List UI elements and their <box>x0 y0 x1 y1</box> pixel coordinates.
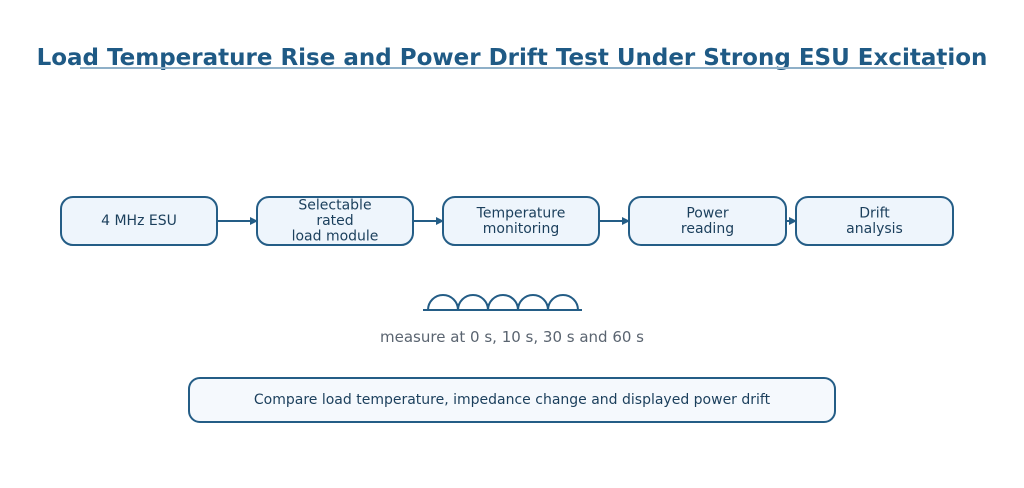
node-label-load: load module <box>292 229 379 245</box>
node-label-power: Power <box>686 205 729 221</box>
node-label-load: Selectable <box>298 198 371 214</box>
node-label-temp: Temperature <box>476 205 566 221</box>
title-underline <box>80 67 944 69</box>
node-box-power <box>628 196 787 246</box>
node-label-load: rated <box>316 213 353 229</box>
node-label-drift: Drift <box>859 205 890 221</box>
node-label-esu: 4 MHz ESU <box>101 213 177 229</box>
node-esu: 4 MHz ESU <box>60 196 218 246</box>
coil-symbol <box>423 294 582 311</box>
node-label-temp: monitoring <box>483 221 559 237</box>
node-box-drift <box>795 196 954 246</box>
diagram-title: Load Temperature Rise and Power Drift Te… <box>36 45 988 71</box>
coil-loops <box>427 294 579 311</box>
node-label-drift: analysis <box>846 221 903 237</box>
summary-box: Compare load temperature, impedance chan… <box>188 377 836 423</box>
node-box-load <box>256 196 414 246</box>
node-label-power: reading <box>681 221 734 237</box>
node-box-temp <box>442 196 600 246</box>
measurement-caption: measure at 0 s, 10 s, 30 s and 60 s <box>380 328 644 346</box>
node-box-esu <box>60 196 218 246</box>
